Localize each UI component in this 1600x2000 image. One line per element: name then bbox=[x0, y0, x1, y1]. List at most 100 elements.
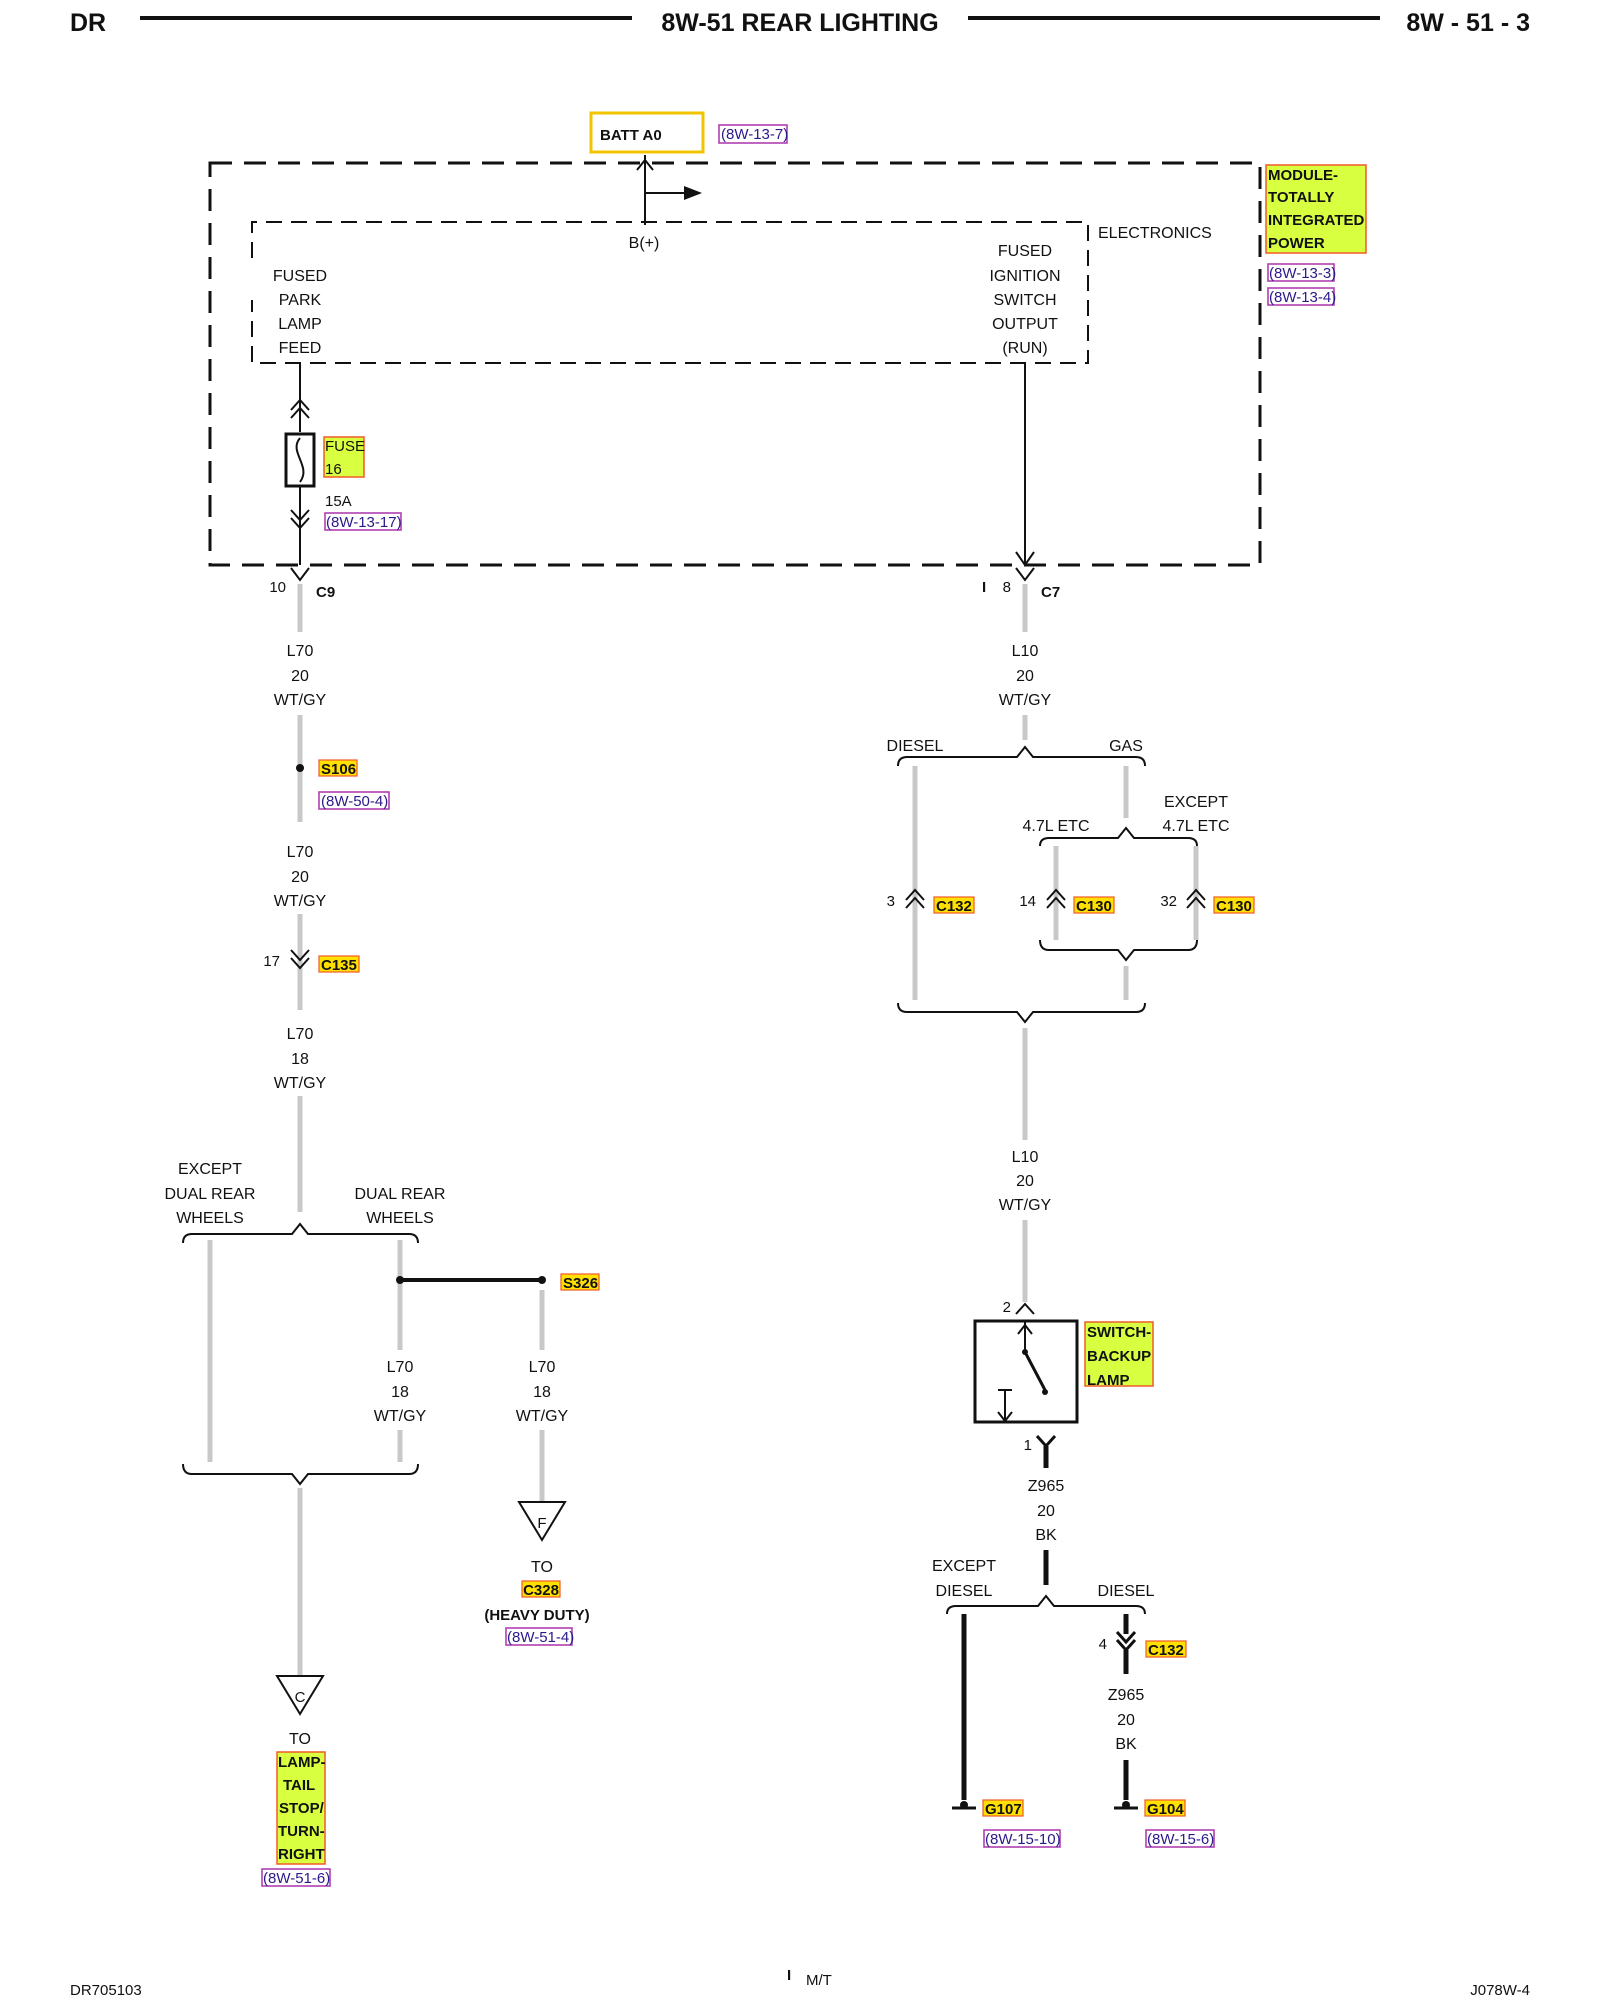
switch-name-highlight bbox=[1084, 1321, 1154, 1387]
r-wire4-circuit: Z965 bbox=[1108, 1687, 1145, 1704]
etc-merge-brace bbox=[1039, 939, 1198, 962]
module-ref1: (8W-13-3) bbox=[1269, 265, 1336, 282]
fuse-name-line1: FUSE bbox=[325, 438, 365, 455]
s106-splice-dot bbox=[296, 764, 304, 772]
r-wire4-gauge: 20 bbox=[1117, 1712, 1135, 1729]
fuse-name-highlight bbox=[323, 436, 365, 478]
battery-ref-box bbox=[718, 124, 788, 144]
dual-line2: WHEELS bbox=[366, 1210, 434, 1227]
footer-note-mark: I bbox=[787, 1967, 791, 1984]
g107-ground-dot bbox=[960, 1801, 968, 1809]
option-brace-top bbox=[182, 1222, 419, 1244]
bus-arrow-icon bbox=[684, 186, 702, 200]
dual-line1: DUAL REAR bbox=[355, 1186, 446, 1203]
connector-c-icon bbox=[275, 1675, 325, 1716]
power-module: BATT A0 (8W-13-7) B(+) ELECTRONICS MODUL… bbox=[208, 111, 1367, 567]
c328-highlight bbox=[521, 1580, 561, 1598]
r-wire2-color: WT/GY bbox=[999, 1197, 1052, 1214]
r-wire1-circuit: L10 bbox=[1012, 643, 1039, 660]
lamp-line3: STOP/ bbox=[279, 1800, 325, 1817]
s106-highlight bbox=[318, 759, 358, 777]
c130a-highlight bbox=[1073, 896, 1115, 914]
switch-blade bbox=[1023, 1351, 1047, 1391]
to-f-label: TO bbox=[531, 1559, 553, 1576]
lamp-line5: RIGHT bbox=[278, 1846, 325, 1863]
c9-pin: 10 bbox=[269, 579, 286, 596]
wire3-circuit: L70 bbox=[287, 1026, 314, 1043]
g107-ref-box bbox=[983, 1829, 1061, 1848]
r-wire2-circuit: L10 bbox=[1012, 1149, 1039, 1166]
battery-box bbox=[589, 111, 705, 154]
c135-connector-icon-2 bbox=[290, 957, 310, 970]
fuse-rating: 15A bbox=[325, 493, 352, 510]
s106-ref-box bbox=[318, 791, 390, 810]
r-wire3-gauge: 20 bbox=[1037, 1503, 1055, 1520]
switch-connector-bottom-icon bbox=[1035, 1434, 1057, 1449]
c135-highlight bbox=[318, 955, 360, 973]
g107-label: G107 bbox=[985, 1801, 1022, 1818]
c328-ref: (8W-51-4) bbox=[507, 1629, 574, 1646]
left-feed-line3: LAMP bbox=[278, 316, 322, 333]
switch-connector-top-icon bbox=[1015, 1302, 1035, 1315]
c130b-connector-icon-2 bbox=[1186, 896, 1206, 909]
fuse-connector-top-2 bbox=[290, 406, 310, 419]
fuse-connector-bottom-2 bbox=[290, 517, 310, 530]
connector-f-letter: F bbox=[537, 1515, 546, 1532]
r-wire4-color: BK bbox=[1115, 1736, 1137, 1753]
c130a-connector-icon bbox=[1046, 888, 1066, 901]
wire1-circuit: L70 bbox=[287, 643, 314, 660]
switch-line3: LAMP bbox=[1087, 1372, 1130, 1389]
diesel2-label: DIESEL bbox=[1098, 1583, 1155, 1600]
s326-splice-dot-right bbox=[538, 1276, 546, 1284]
g107-highlight bbox=[982, 1799, 1024, 1817]
switch-pin-top: 2 bbox=[1003, 1299, 1011, 1316]
heavy-duty-label: (HEAVY DUTY) bbox=[484, 1607, 589, 1624]
wire2-gauge: 20 bbox=[291, 869, 309, 886]
c130a-connector-icon-2 bbox=[1046, 896, 1066, 909]
wire4-color: WT/GY bbox=[374, 1408, 427, 1425]
g104-ground-dot bbox=[1122, 1801, 1130, 1809]
except-dual-line3: WHEELS bbox=[176, 1210, 244, 1227]
right-feed-line2: IGNITION bbox=[989, 268, 1060, 285]
lamp-line1: LAMP- bbox=[278, 1754, 326, 1771]
battery-label: BATT A0 bbox=[600, 127, 662, 144]
diesel-ground-brace bbox=[946, 1594, 1146, 1615]
footer-note: M/T bbox=[806, 1972, 832, 1989]
right-feed-line4: OUTPUT bbox=[992, 316, 1058, 333]
fuse-ref-box bbox=[324, 512, 402, 531]
except-etc-line2: 4.7L ETC bbox=[1163, 818, 1230, 835]
except-dual-line2: DUAL REAR bbox=[165, 1186, 256, 1203]
page-header: DR 8W-51 REAR LIGHTING 8W - 51 - 3 bbox=[70, 9, 1530, 37]
c7-pin: 8 bbox=[1003, 579, 1011, 596]
switch-pin-bottom: 1 bbox=[1024, 1437, 1032, 1454]
except-dual-line1: EXCEPT bbox=[178, 1161, 242, 1178]
diesel-label: DIESEL bbox=[887, 738, 944, 755]
c132-connector-icon bbox=[905, 888, 925, 901]
bplus-label: B(+) bbox=[629, 235, 660, 252]
s326-label: S326 bbox=[563, 1275, 598, 1292]
wire1-gauge: 20 bbox=[291, 668, 309, 685]
wire5-circuit: L70 bbox=[529, 1359, 556, 1376]
c132b-connector-icon bbox=[1115, 1630, 1137, 1645]
c132-label: C132 bbox=[936, 898, 972, 915]
c135-label: C135 bbox=[321, 957, 357, 974]
lamp-name-highlight bbox=[276, 1751, 326, 1865]
c7-mark: I bbox=[982, 579, 986, 596]
wire4-circuit: L70 bbox=[387, 1359, 414, 1376]
c9-connector-icon bbox=[290, 567, 310, 582]
electronics-outline bbox=[251, 221, 1089, 364]
right-feed-line1: FUSED bbox=[998, 243, 1052, 260]
switch-line1: SWITCH- bbox=[1087, 1324, 1151, 1341]
switch-contact-top-arrow bbox=[1017, 1323, 1033, 1335]
except-diesel-line2: DIESEL bbox=[936, 1583, 993, 1600]
c135-pin: 17 bbox=[263, 953, 280, 970]
c7-label: C7 bbox=[1041, 584, 1060, 601]
c130b-label: C130 bbox=[1216, 898, 1252, 915]
module-name-line4: POWER bbox=[1268, 235, 1325, 252]
lamp-ref: (8W-51-6) bbox=[263, 1870, 330, 1887]
g104-label: G104 bbox=[1147, 1801, 1184, 1818]
footer-right: J078W-4 bbox=[1470, 1982, 1530, 1999]
wire3-gauge: 18 bbox=[291, 1051, 309, 1068]
left-feed-line2: PARK bbox=[279, 292, 322, 309]
c328-label: C328 bbox=[523, 1582, 559, 1599]
